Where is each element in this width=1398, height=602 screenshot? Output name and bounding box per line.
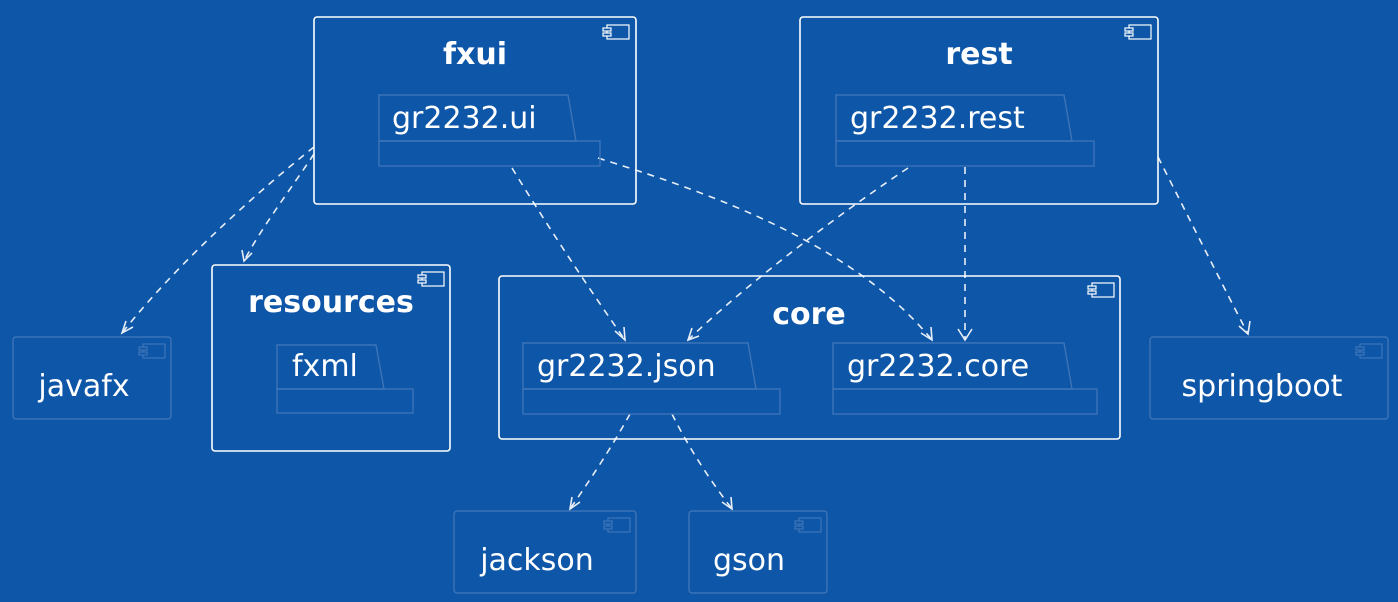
javafx-label: javafx [37,369,129,404]
package-label: gr2232.ui [392,101,537,136]
edge-fxui-javafx-arrowhead [120,320,134,335]
resources-title: resources [248,285,414,320]
edge-ui-json [511,167,626,341]
springboot-label: springboot [1182,369,1343,404]
edge-json-jackson-arrowhead [568,496,581,511]
resources-component: resources fxml [211,264,451,452]
component-icon [1124,24,1152,40]
edge-json-jackson [569,413,631,510]
edge-json-gson-arrowhead [721,496,733,511]
edge-rest-json [687,167,909,341]
package-label: gr2232.core [847,349,1029,384]
package-gr2232-ui: gr2232.ui [378,94,601,167]
edge-json-gson [671,413,733,510]
component-icon [602,24,630,40]
springboot-component: springboot [1149,336,1389,420]
component-icon [1087,282,1115,298]
core-title: core [772,297,846,332]
edge-fxui-resources-arrowhead [241,249,253,263]
edge-fxui-javafx [121,146,315,334]
package-gr2232-rest: gr2232.rest [835,94,1095,167]
package-label: gr2232.json [537,349,716,384]
dependency-edges [120,146,1251,511]
edge-rest-springboot-arrowhead [1238,320,1251,336]
rest-title: rest [945,37,1012,72]
gson-label: gson [713,543,785,578]
package-label: gr2232.rest [850,101,1025,136]
edge-ui-corepkg [597,157,933,341]
gson-component: gson [688,510,828,594]
edge-ui-corepkg-arrowhead [920,326,933,342]
edge-rest-json-arrowhead [686,327,700,342]
component-icon [603,517,631,533]
component-icon [794,517,822,533]
package-label: fxml [292,349,358,384]
package-fxml: fxml [276,344,414,414]
fxui-title: fxui [443,37,507,72]
package-gr2232-json: gr2232.json [522,342,781,415]
edge-rest-corepkg-arrowhead [957,328,973,342]
core-component: core gr2232.json gr2232.core [498,275,1121,440]
package-gr2232-core: gr2232.core [832,342,1098,415]
rest-component: rest gr2232.rest [799,16,1159,205]
edge-ui-json-arrowhead [614,326,626,342]
component-icon [417,271,445,287]
edge-rest-springboot [1157,156,1249,335]
component-icon [1355,343,1383,359]
edge-fxui-resources [243,153,315,262]
component-icon [138,343,166,359]
javafx-component: javafx [12,336,172,420]
fxui-component: fxui gr2232.ui [313,16,637,205]
jackson-component: jackson [453,510,637,594]
jackson-label: jackson [479,543,594,578]
